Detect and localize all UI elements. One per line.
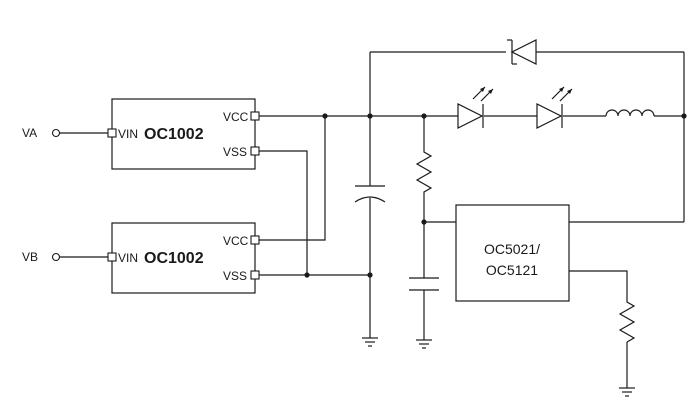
chip-bottom-vcc-pin xyxy=(250,235,260,245)
zener-diode xyxy=(507,39,537,65)
inductor xyxy=(605,109,655,117)
chip-top: VIN OC1002 VCC VSS xyxy=(107,98,260,170)
input-terminal-va xyxy=(51,128,61,138)
chip-top-vss-pin xyxy=(250,146,260,156)
controller-chip: OC5021/ OC5121 xyxy=(455,204,570,302)
chip-bottom-vin-pin xyxy=(107,252,117,262)
led-2 xyxy=(536,86,573,129)
chip-bottom-vss-label: VSS xyxy=(223,269,247,283)
chip-top-vcc-pin xyxy=(250,111,260,121)
led-1 xyxy=(457,86,494,129)
controller-name-line1: OC5021/ xyxy=(484,241,540,257)
resistor-sense xyxy=(618,296,636,343)
wires xyxy=(259,51,685,388)
chip-bottom-name: OC1002 xyxy=(144,250,204,267)
chip-bottom: VIN OC1002 VCC VSS xyxy=(107,222,260,294)
chip-top-vcc-label: VCC xyxy=(223,110,249,124)
chip-bottom-vin-label: VIN xyxy=(118,251,138,265)
resistor-feedback xyxy=(415,146,433,196)
chip-bottom-vcc-label: VCC xyxy=(223,234,249,248)
chip-bottom-vss-pin xyxy=(250,270,260,280)
input-terminal-vb xyxy=(51,252,61,262)
ground-symbol-1 xyxy=(362,337,378,347)
ground-symbol-2 xyxy=(416,339,432,349)
junction-dots xyxy=(304,113,687,278)
controller-name-line2: OC5121 xyxy=(486,262,538,278)
bulk-capacitor xyxy=(354,185,386,203)
input-label-va: VA xyxy=(22,126,37,140)
ground-symbol-3 xyxy=(619,387,635,397)
timing-capacitor xyxy=(409,277,439,291)
chip-top-vss-label: VSS xyxy=(223,145,247,159)
chip-top-vin-label: VIN xyxy=(118,127,138,141)
input-label-vb: VB xyxy=(22,250,38,264)
chip-top-name: OC1002 xyxy=(144,126,204,143)
chip-top-vin-pin xyxy=(107,128,117,138)
